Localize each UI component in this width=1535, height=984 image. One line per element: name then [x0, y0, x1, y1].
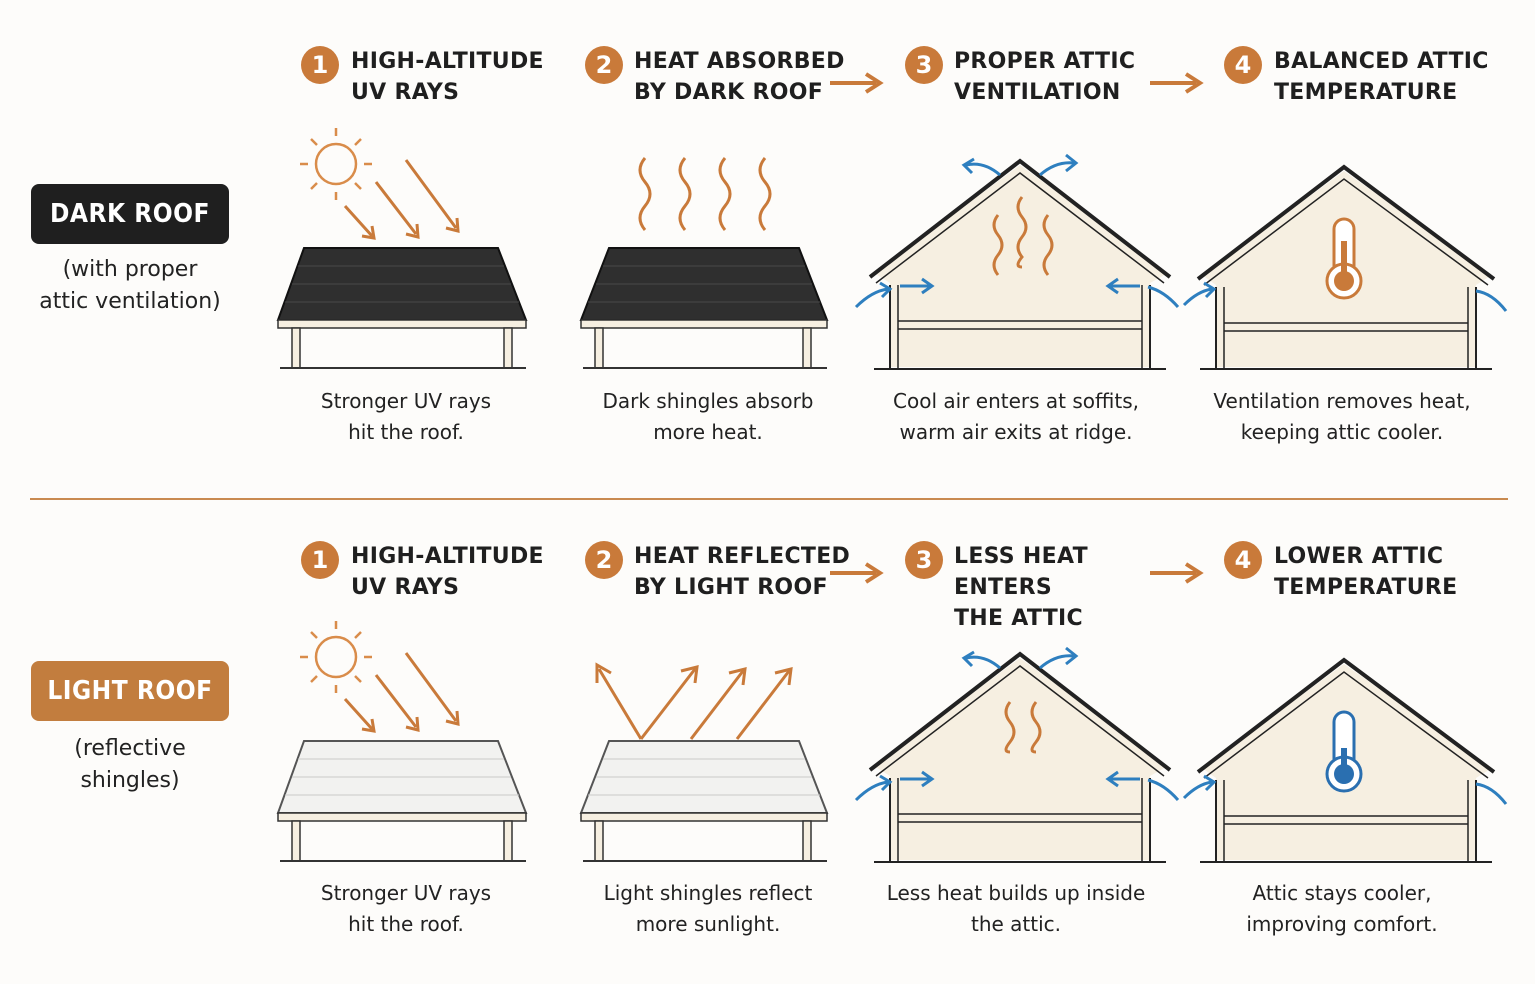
- heat-waves-icon: [638, 157, 772, 231]
- step-number: 1: [301, 46, 339, 84]
- step-title-line1: LESS HEAT ENTERS: [954, 544, 1088, 600]
- warm-thermometer-icon: [1325, 217, 1363, 300]
- light-roof-section: LIGHT ROOF (reflective shingles) 1 HIGH-…: [0, 495, 1535, 984]
- step-caption-line1: Attic stays cooler,: [1252, 881, 1432, 905]
- step-title: LOWER ATTIC TEMPERATURE: [1274, 541, 1504, 603]
- step-title: PROPER ATTIC VENTILATION: [954, 46, 1184, 108]
- step-caption-line1: Ventilation removes heat,: [1213, 389, 1471, 413]
- step-caption-line2: warm air exits at ridge.: [899, 420, 1133, 444]
- step-title-line2: VENTILATION: [954, 80, 1121, 105]
- cool-thermometer-icon: [1325, 710, 1363, 793]
- step-title: HEAT ABSORBED BY DARK ROOF: [634, 46, 864, 108]
- step-caption-line2: more heat.: [653, 420, 763, 444]
- step-title: HIGH-ALTITUDE UV RAYS: [351, 541, 581, 603]
- sun-icon: [300, 621, 372, 693]
- warm-air-waves-icon: [1004, 701, 1042, 754]
- step-title-line1: HEAT ABSORBED: [634, 49, 845, 74]
- warm-air-waves-icon: [992, 196, 1054, 276]
- step-number: 3: [905, 46, 943, 84]
- light-roof-note-line1: (reflective: [74, 736, 186, 761]
- light-roof-note: (reflective shingles): [20, 733, 240, 797]
- step-title-line1: HIGH-ALTITUDE: [351, 544, 544, 569]
- light-roof-reflect-illustration: [579, 662, 829, 862]
- step-number: 4: [1224, 46, 1262, 84]
- light-roof-note-line2: shingles): [80, 768, 180, 793]
- airflow-arrows-icon: [854, 646, 1180, 802]
- step-caption-line2: the attic.: [970, 912, 1062, 936]
- step-title-line1: PROPER ATTIC: [954, 49, 1136, 74]
- next-step-arrow-icon: [1150, 72, 1204, 94]
- sun-icon: [300, 128, 372, 200]
- step-caption: Dark shingles absorb more heat.: [563, 386, 853, 448]
- step-title: HEAT REFLECTED BY LIGHT ROOF: [634, 541, 864, 603]
- airflow-arrows-icon: [854, 153, 1180, 309]
- attic-ventilation-illustration: [854, 153, 1180, 370]
- dark-roof-badge: DARK ROOF: [31, 184, 229, 244]
- dark-shingle-roof-icon: [276, 247, 528, 369]
- reflected-rays-icon: [595, 662, 793, 740]
- step-caption-line1: Light shingles reflect: [603, 881, 813, 905]
- step-title-line1: LOWER ATTIC: [1274, 544, 1444, 569]
- uv-ray-arrows-icon: [343, 652, 460, 733]
- step-title-line2: BY DARK ROOF: [634, 80, 824, 105]
- step-caption-line1: Less heat builds up inside: [886, 881, 1146, 905]
- dark-roof-note: (with proper attic ventilation): [20, 254, 240, 318]
- step-caption-line1: Stronger UV rays: [320, 881, 492, 905]
- step-title-line2: THE ATTIC: [954, 606, 1083, 631]
- step-caption-line2: keeping attic cooler.: [1240, 420, 1444, 444]
- step-title-line1: BALANCED ATTIC: [1274, 49, 1489, 74]
- step-caption-line2: hit the roof.: [348, 912, 464, 936]
- light-shingle-roof-icon: [276, 740, 528, 862]
- balanced-attic-illustration: [1182, 164, 1508, 370]
- step-caption: Attic stays cooler, improving comfort.: [1197, 878, 1487, 940]
- step-title: BALANCED ATTIC TEMPERATURE: [1274, 46, 1504, 108]
- step-title: HIGH-ALTITUDE UV RAYS: [351, 46, 581, 108]
- airflow-arrows-icon: [1182, 774, 1508, 805]
- light-roof-badge: LIGHT ROOF: [31, 661, 229, 721]
- dark-shingle-roof-icon: [579, 247, 829, 369]
- step-title: LESS HEAT ENTERS THE ATTIC: [954, 541, 1184, 634]
- step-number: 3: [905, 541, 943, 579]
- dark-roof-uv-illustration: [276, 128, 528, 369]
- step-caption-line1: Cool air enters at soffits,: [893, 389, 1139, 413]
- attic-house-icon: [868, 651, 1172, 863]
- step-caption-line2: more sunlight.: [635, 912, 781, 936]
- dark-roof-note-line1: (with proper: [62, 257, 198, 282]
- next-step-arrow-icon: [830, 562, 884, 584]
- step-title-line2: TEMPERATURE: [1274, 80, 1458, 105]
- step-title-line1: HEAT REFLECTED: [634, 544, 851, 569]
- less-heat-attic-illustration: [854, 646, 1180, 863]
- lower-attic-temp-illustration: [1182, 657, 1508, 863]
- light-roof-uv-illustration: [276, 621, 528, 862]
- step-title-line2: TEMPERATURE: [1274, 575, 1458, 600]
- dark-roof-note-line2: attic ventilation): [39, 289, 221, 314]
- step-title-line2: UV RAYS: [351, 575, 460, 600]
- step-number: 2: [585, 541, 623, 579]
- step-caption-line1: Stronger UV rays: [320, 389, 492, 413]
- dark-roof-heat-illustration: [579, 157, 829, 369]
- airflow-arrows-icon: [1182, 281, 1508, 312]
- next-step-arrow-icon: [1150, 562, 1204, 584]
- step-number: 4: [1224, 541, 1262, 579]
- step-title-line1: HIGH-ALTITUDE: [351, 49, 544, 74]
- step-caption-line1: Dark shingles absorb: [602, 389, 814, 413]
- step-number: 2: [585, 46, 623, 84]
- light-shingle-roof-icon: [579, 740, 829, 862]
- dark-roof-section: DARK ROOF (with proper attic ventilation…: [0, 0, 1535, 490]
- step-caption: Cool air enters at soffits, warm air exi…: [871, 386, 1161, 448]
- section-divider: [30, 498, 1508, 500]
- next-step-arrow-icon: [830, 72, 884, 94]
- step-title-line2: BY LIGHT ROOF: [634, 575, 828, 600]
- step-caption: Stronger UV rays hit the roof.: [261, 386, 551, 448]
- attic-house-icon: [868, 158, 1172, 370]
- step-caption: Stronger UV rays hit the roof.: [261, 878, 551, 940]
- step-caption: Less heat builds up inside the attic.: [871, 878, 1161, 940]
- uv-ray-arrows-icon: [343, 159, 460, 240]
- step-caption: Ventilation removes heat, keeping attic …: [1197, 386, 1487, 448]
- step-caption: Light shingles reflect more sunlight.: [563, 878, 853, 940]
- step-caption-line2: improving comfort.: [1246, 912, 1438, 936]
- step-caption-line2: hit the roof.: [348, 420, 464, 444]
- step-title-line2: UV RAYS: [351, 80, 460, 105]
- step-number: 1: [301, 541, 339, 579]
